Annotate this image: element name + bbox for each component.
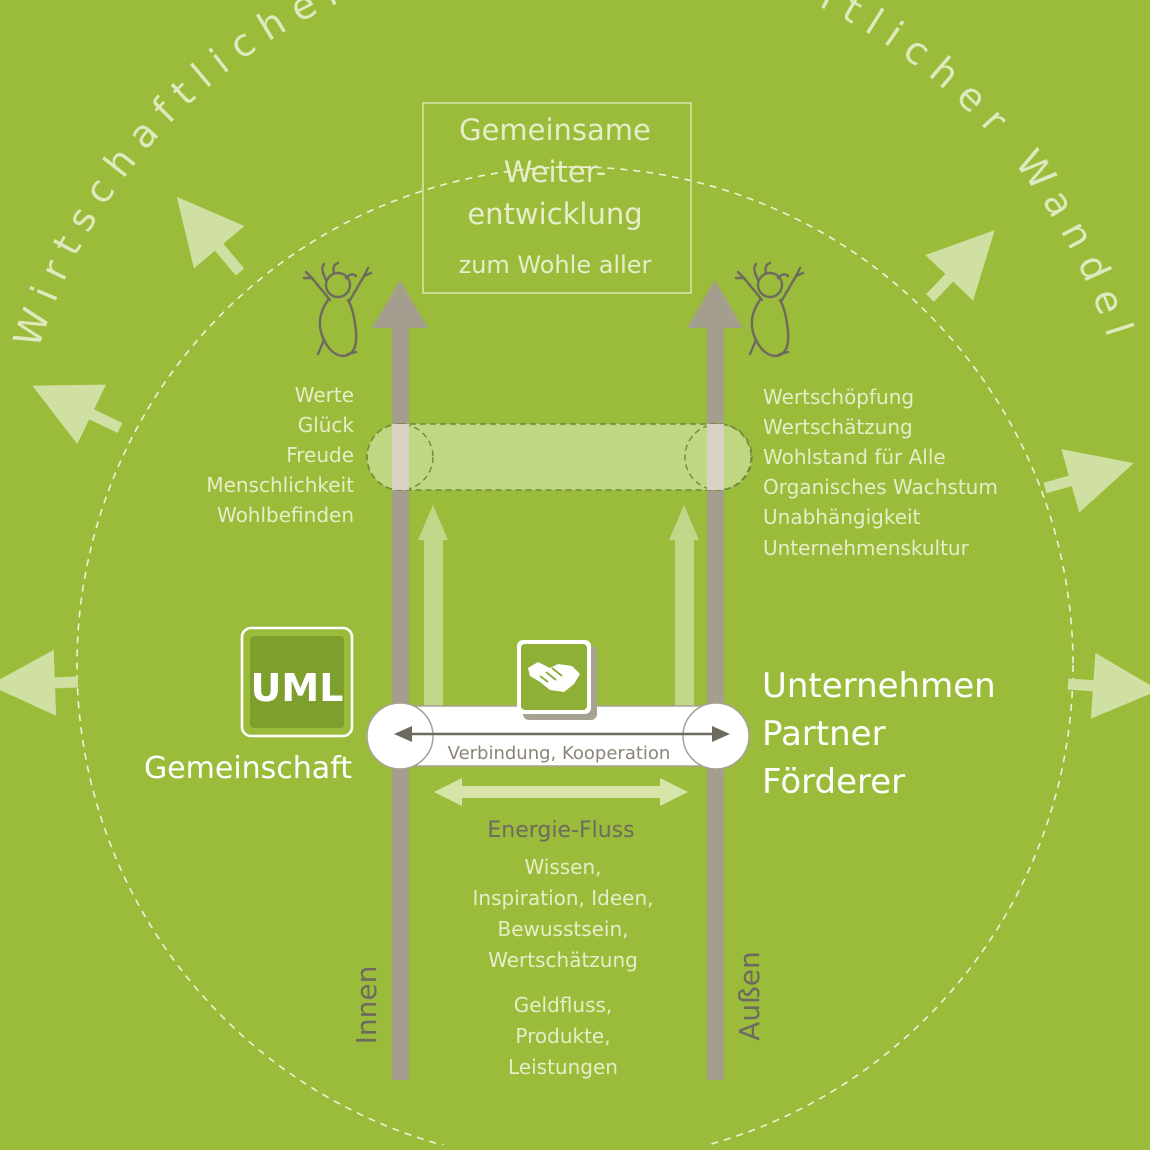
pillar-outer-head	[687, 280, 743, 328]
money-item: Produkte,	[515, 1024, 610, 1048]
right-labels: Unternehmen Partner Förderer	[762, 666, 996, 802]
outward-arrow-left-upper	[32, 384, 123, 445]
axis-label-innen: Innen	[350, 966, 383, 1045]
pillars	[372, 280, 743, 1080]
outward-arrow-topleft	[176, 196, 245, 276]
label-unternehmen: Unternehmen	[762, 666, 996, 706]
goal-box	[422, 102, 692, 294]
pillar-outer	[707, 318, 724, 1080]
energy-flow-title: Energie-Fluss	[487, 818, 634, 843]
inner-arrow-left-head	[418, 505, 448, 540]
inner-arrow-right-shaft	[675, 535, 694, 710]
cheering-figure-icon-left	[302, 261, 373, 358]
label-partner: Partner	[762, 714, 886, 754]
cheering-figure-icon-right	[734, 261, 805, 358]
energy-item: Wertschätzung	[488, 948, 638, 972]
dashed-circle	[76, 166, 1074, 1150]
energy-flow-arrow	[434, 778, 688, 806]
inner-arrow-left-shaft	[424, 535, 443, 710]
right-value-item: Wertschätzung	[763, 415, 913, 439]
inner-arrow-right-head	[669, 505, 699, 540]
connection-arrowhead-right	[712, 726, 730, 742]
axis-label-aussen: Außen	[733, 951, 766, 1041]
pillar-inner-head	[372, 280, 428, 328]
left-value-item: Werte	[295, 383, 354, 407]
left-value-item: Freude	[286, 443, 354, 467]
goal-line-2: Weiter-	[504, 155, 607, 189]
uml-logo-text: UML	[251, 666, 344, 710]
connection-bar: Verbindung, Kooperation	[366, 702, 750, 770]
left-value-item: Menschlichkeit	[206, 473, 354, 497]
connection-arrowhead-left	[394, 726, 412, 742]
right-value-item: Unternehmenskultur	[763, 536, 970, 560]
money-item: Geldfluss,	[514, 993, 613, 1017]
energy-items: Wissen, Inspiration, Ideen, Bewusstsein,…	[473, 855, 654, 972]
values-band-pillar-left	[392, 424, 409, 490]
right-value-item: Wohlstand für Alle	[763, 445, 946, 469]
left-value-item: Glück	[298, 413, 355, 437]
outward-arrow-right	[1067, 652, 1150, 719]
outward-arrow-right-upper	[1043, 449, 1134, 513]
money-item: Leistungen	[508, 1055, 618, 1079]
energy-item: Bewusstsein,	[497, 917, 628, 941]
goal-box-text: Gemeinsame Weiter- entwicklung zum Wohle…	[459, 113, 652, 279]
handshake-icon	[517, 640, 597, 720]
left-values-list: Werte Glück Freude Menschlichkeit Wohlbe…	[206, 383, 354, 527]
right-value-item: Organisches Wachstum	[763, 475, 998, 499]
left-value-item: Wohlbefinden	[217, 503, 354, 527]
goal-subline: zum Wohle aller	[459, 251, 652, 279]
values-band-shape	[366, 423, 753, 491]
energy-item: Wissen,	[524, 855, 601, 879]
uml-logo: UML	[240, 626, 354, 738]
connection-label: Verbindung, Kooperation	[448, 743, 671, 764]
outward-arrow-topright	[925, 230, 995, 302]
label-foerderer: Förderer	[762, 762, 905, 802]
money-items: Geldfluss, Produkte, Leistungen	[508, 993, 618, 1079]
inner-up-arrows	[418, 505, 699, 710]
outward-arrows	[0, 196, 1150, 719]
right-value-item: Wertschöpfung	[763, 385, 914, 409]
right-value-item: Unabhängigkeit	[763, 505, 921, 529]
values-band-pillar-right	[707, 424, 724, 490]
energy-item: Inspiration, Ideen,	[473, 886, 654, 910]
right-values-list: Wertschöpfung Wertschätzung Wohlstand fü…	[763, 385, 998, 560]
values-band	[366, 423, 753, 491]
label-gemeinschaft: Gemeinschaft	[144, 751, 352, 786]
goal-line-3: entwicklung	[467, 197, 642, 231]
pillar-inner	[392, 318, 409, 1080]
outward-arrow-left	[0, 649, 79, 716]
goal-line-1: Gemeinsame	[459, 113, 651, 147]
